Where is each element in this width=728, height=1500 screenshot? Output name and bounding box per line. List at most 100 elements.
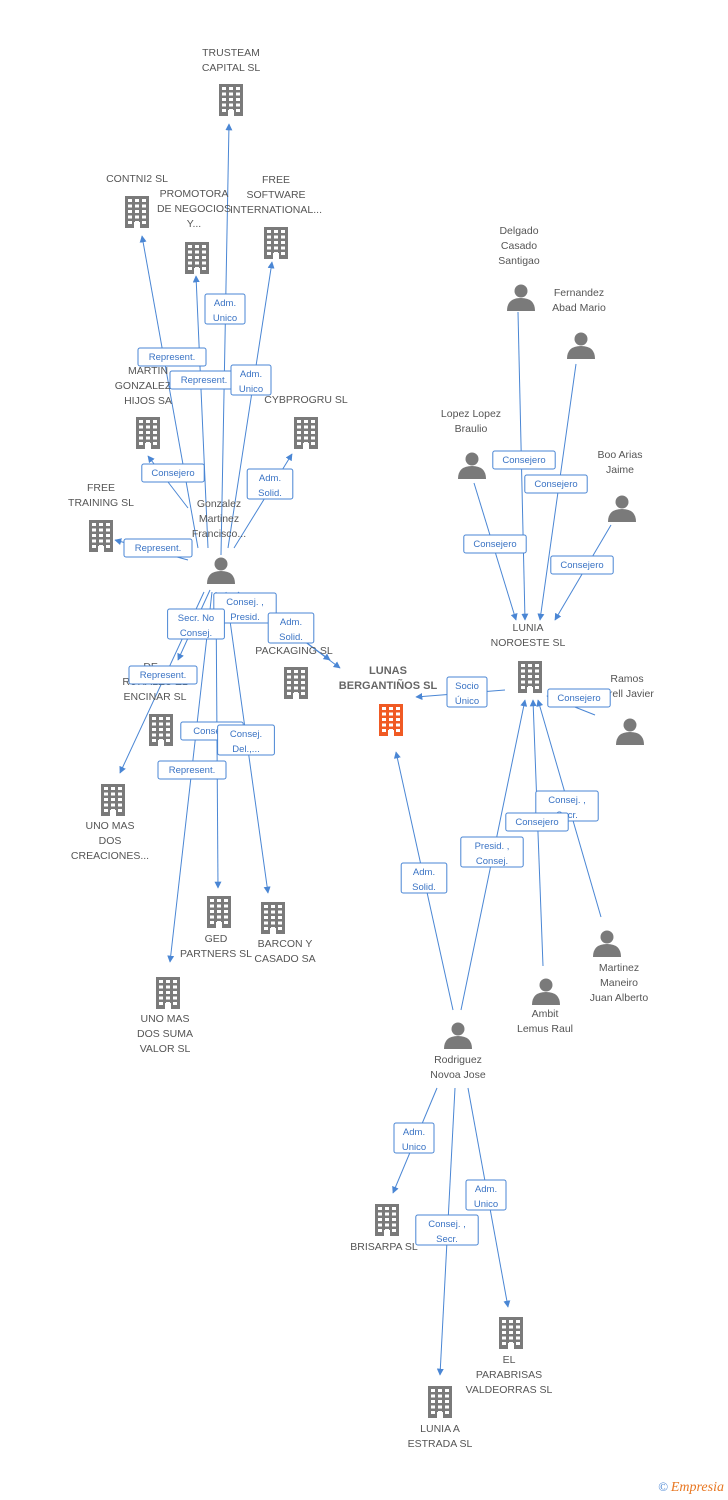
edge-label-text: Adm. — [413, 867, 435, 878]
node-label: UNO MAS — [140, 1013, 189, 1025]
edge-label-box — [463, 534, 527, 554]
node-label: CAPITAL SL — [202, 62, 261, 74]
edge-label-gonzalez-contni2[interactable]: Represent. — [137, 347, 207, 367]
edge-gonzalez-to-trusteam — [220, 123, 233, 556]
node-freetraining[interactable]: FREE TRAINING SL — [68, 482, 134, 552]
edge-label-box — [400, 862, 448, 894]
edge-label-fernandez-lunianoroeste[interactable]: Consejero — [524, 474, 588, 494]
brand-name: Empresia — [670, 1480, 724, 1495]
edge-label-box — [415, 1214, 479, 1246]
edge-label-text: Adm. — [259, 473, 281, 484]
node-label: FREE — [87, 482, 115, 494]
edge-label-rodriguez-lunas[interactable]: Adm. Solid. — [400, 862, 448, 894]
node-label: HIJOS SA — [124, 395, 172, 407]
edge-labels-layer: Adm.UnicoRepresent.Represent.Adm.UnicoCo… — [123, 293, 614, 1246]
edge-label-box — [137, 347, 207, 367]
edge-label-text: Consej. — [230, 729, 262, 740]
node-brisarpa[interactable]: BRISARPA SL — [350, 1204, 418, 1253]
edge-label-gonzalez-cybprogru[interactable]: Adm.Solid. — [246, 468, 294, 500]
edge-label-gonzalez-barcon[interactable]: Consej.Del.,... — [217, 724, 275, 756]
node-label: INTERNATIONAL... — [230, 204, 322, 216]
node-label: Juan Alberto — [590, 992, 649, 1004]
edge-label-text: Único — [455, 696, 479, 707]
node-label: Lemus Raul — [517, 1023, 573, 1035]
edge-label-text: Consej. , — [226, 597, 264, 608]
building-icon — [428, 1386, 452, 1418]
person-icon — [532, 978, 560, 1005]
edge-label-lopez-lunianoroeste[interactable]: Consejero — [463, 534, 527, 554]
node-trusteam[interactable]: TRUSTEAM CAPITAL SL — [202, 47, 261, 116]
edge-label-gonzalez-martin[interactable]: Consejero — [141, 463, 205, 483]
node-label: TRUSTEAM — [202, 47, 260, 59]
edge-label-text: Presid. , — [475, 841, 510, 852]
edge-label-text: Consej... — [193, 726, 231, 737]
edge-label-text: Represent. — [135, 543, 181, 554]
edge-label-text: Consejero — [557, 693, 600, 704]
node-label: ...rell Javier — [600, 688, 654, 700]
edge-label-boo-lunianoroeste[interactable]: Consejero — [550, 555, 614, 575]
edge-label-rodriguez-parabrisas[interactable]: Adm.Unico — [465, 1179, 507, 1211]
node-label: BARCON Y — [258, 938, 313, 950]
node-label: TRAINING SL — [68, 497, 134, 509]
edge-label-gonzalez-packaging[interactable]: Adm.Solid. — [267, 612, 315, 644]
building-icon — [518, 661, 542, 693]
node-label: VALOR SL — [140, 1043, 191, 1055]
edge-label-gonzalez-trusteam[interactable]: Adm.Unico — [204, 293, 246, 325]
edge-label-ramos-lunianoroeste[interactable]: Consejero — [547, 688, 611, 708]
edge-label-text: Socio — [455, 681, 479, 692]
edge-label-text: Solid. — [412, 882, 436, 893]
node-label: GONZALEZ E — [115, 380, 182, 392]
node-contni2[interactable]: CONTNI2 SL — [106, 173, 168, 228]
building-icon — [136, 417, 160, 449]
edge-label-gonzalez-freetraining[interactable]: Represent. — [123, 538, 193, 558]
edge-label-box — [141, 463, 205, 483]
edge-label-text: Consejero — [502, 455, 545, 466]
edge-label-rodriguez-luniaestrada[interactable]: Consej. ,Secr. — [415, 1214, 479, 1246]
edge-label-text: Secr. No — [178, 613, 214, 624]
node-label: Ramos — [610, 673, 643, 685]
edge-label-ambit-lunianoroeste[interactable]: Consejero — [505, 812, 569, 832]
edge-label-rodriguez-lunianoroeste[interactable]: Presid. ,Consej. — [460, 836, 524, 868]
edge-label-gonzalez-unomasdos_creaciones[interactable]: Represent. — [128, 665, 198, 685]
edge-label-gonzalez-unomasdos_suma[interactable]: Represent. — [157, 760, 227, 780]
building-icon — [156, 977, 180, 1009]
node-cybprogru[interactable]: CYBPROGRU SL — [264, 394, 348, 449]
edge-label-gonzalez-packaging[interactable]: Consej. ,Presid. — [213, 592, 277, 624]
edge-label-text: Represent. — [181, 375, 227, 386]
edge-label-delgado-lunianoroeste[interactable]: Consejero — [492, 450, 556, 470]
edge-label-gonzalez-freesoftware[interactable]: Adm.Unico — [230, 364, 272, 396]
edge-label-box — [213, 592, 277, 624]
node-label: Santigao — [498, 255, 540, 267]
node-unomasdos_creaciones[interactable]: UNO MASDOSCREACIONES... — [71, 784, 149, 862]
node-label: ESTRADA SL — [408, 1438, 473, 1450]
node-gonzalez[interactable]: GonzalezMartinezFrancisco... — [192, 498, 246, 584]
node-freesoftware[interactable]: FREESOFTWAREINTERNATIONAL... — [230, 174, 322, 259]
edge-label-text: Secr. — [436, 1234, 458, 1245]
edge-label-gonzalez-promotora[interactable]: Represent. — [169, 370, 239, 390]
edge-label-text: Solid. — [279, 632, 303, 643]
edge-label-rodriguez-brisarpa[interactable]: Adm.Unico — [393, 1122, 435, 1154]
node-label: LUNIA — [513, 622, 544, 634]
node-ramos[interactable]: Ramos ...rell Javier — [600, 673, 654, 745]
node-label: SOFTWARE — [246, 189, 305, 201]
person-icon — [507, 284, 535, 311]
edge-label-text: Represent. — [140, 670, 186, 681]
